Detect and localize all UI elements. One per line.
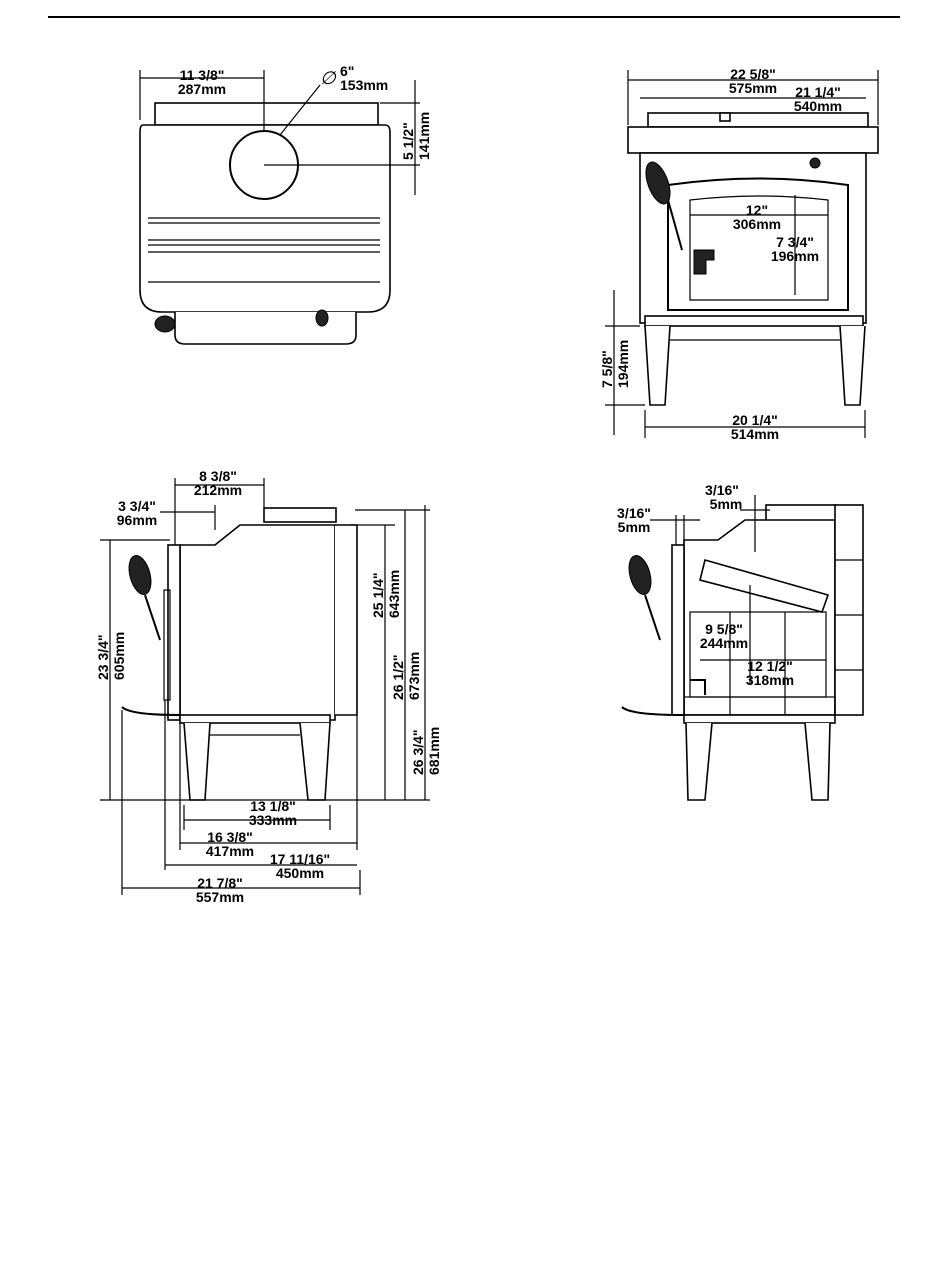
clearance-mm: 5mm [710,496,743,512]
clearance-in: 3/16" [705,482,739,498]
handle-knob-icon [154,315,176,333]
flue-center-in: 8 3/8" [199,468,237,484]
side-handle-icon [128,555,152,595]
overall-depth-mm: 557mm [196,889,244,905]
handle-offset-mm: 96mm [117,512,157,528]
gap-in: 3/16" [617,505,651,521]
leg-height-in: 7 5/8" [599,350,615,388]
depth2-mm: 450mm [276,865,324,881]
firebox-height-mm: 244mm [700,635,748,651]
leg-depth-in: 13 1/8" [250,798,296,814]
leg-depth-mm: 333mm [249,812,297,828]
flue-height-in: 25 1/4" [370,572,386,618]
top-height-in: 26 1/2" [390,654,406,700]
top-width-mm: 540mm [794,98,842,114]
leg-width-mm: 514mm [731,426,779,442]
diameter-symbol-icon: ∅ [320,68,337,88]
depth1-mm: 417mm [206,843,254,859]
firebox-depth-mm: 318mm [746,672,794,688]
firebox-height-in: 9 5/8" [705,621,743,637]
flue-height-mm: 643mm [386,570,402,618]
glass-height-mm: 196mm [771,248,819,264]
top-width-in: 21 1/4" [795,84,841,100]
overall-depth-in: 21 7/8" [197,875,243,891]
gap-mm: 5mm [618,519,651,535]
door-height-in: 23 3/4" [95,634,111,680]
overall-width-mm: 575mm [729,80,777,96]
overall-height-mm: 681mm [426,727,442,775]
section-handle-icon [628,555,652,595]
flue-offset-in: 11 3/8" [180,67,225,83]
flue-depth-in: 5 1/2" [400,122,416,160]
top-height-mm: 673mm [406,652,422,700]
firebox-depth-in: 12 1/2" [747,658,793,674]
flue-offset-mm: 287mm [178,81,226,97]
leg-height-mm: 194mm [615,340,631,388]
glass-width-in: 12" [746,202,768,218]
front-handle-icon [645,161,671,205]
depth2-in: 17 11/16" [270,851,330,867]
depth1-in: 16 3/8" [207,829,253,845]
flue-depth-mm: 141mm [416,112,432,160]
glass-height-in: 7 3/4" [776,234,814,250]
flue-diameter-in: 6" [340,63,354,79]
leg-width-in: 20 1/4" [732,412,778,428]
glass-width-mm: 306mm [733,216,781,232]
flue-diameter-mm: 153mm [340,77,388,93]
side-view: 8 3/8" 212mm 3 3/4" 96mm 23 3/4" 605mm 2… [95,468,442,905]
door-height-mm: 605mm [111,632,127,680]
handle-offset-in: 3 3/4" [118,498,156,514]
section-view: 3/16" 5mm 3/16" 5mm 9 5/8" 244mm 12 1/2"… [617,482,864,801]
top-view: 11 3/8" 287mm ∅ 6" 153mm 5 1/2" 141mm [139,63,432,345]
front-view: 22 5/8" 575mm 21 1/4" 540mm 12" 306mm 7 … [599,66,879,442]
overall-height-in: 26 3/4" [410,729,426,775]
flue-center-mm: 212mm [194,482,242,498]
overall-width-in: 22 5/8" [730,66,776,82]
